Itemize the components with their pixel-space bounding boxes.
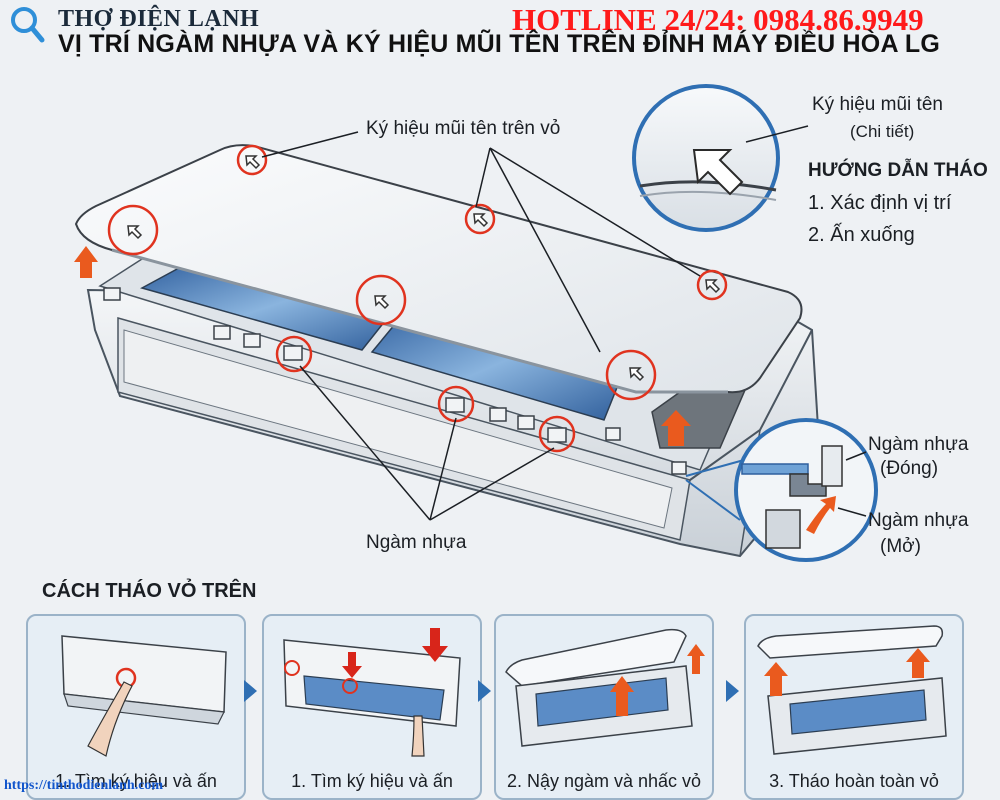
up-arrow-icon [661, 410, 691, 446]
highlight-circle [464, 203, 496, 235]
highlight-circle [696, 269, 728, 301]
step-caption: 2. Nậy ngàm và nhấc vỏ [506, 771, 702, 791]
step-caption: 1. Tìm ký hiệu và ấn [55, 771, 217, 791]
website-link[interactable]: https://tinthodienlanh.com [4, 778, 164, 793]
highlight-circle [355, 274, 407, 326]
highlight-circle [275, 335, 313, 373]
lift-arrow-icons [74, 246, 691, 446]
guide-title: HƯỚNG DẪN THÁO [808, 160, 988, 181]
removal-section-title: CÁCH THÁO VỎ TRÊN [42, 580, 257, 602]
arrow-symbol-detail-icon [692, 149, 744, 196]
highlight-circle [236, 144, 268, 176]
step-illustration [61, 635, 227, 757]
pointer-lines [261, 131, 701, 521]
highlight-circle [538, 415, 576, 453]
removal-step-panel-4: 3. Tháo hoàn toàn vỏ [744, 614, 964, 800]
highlight-circle [605, 349, 657, 401]
step-arrow-icon [726, 680, 739, 702]
top-cover-lid [74, 144, 803, 394]
step-caption: 1. Tìm ký hiệu và ấn [291, 771, 453, 791]
latch-open-state: (Mở) [880, 536, 921, 557]
latch-closed-label: Ngàm nhựa [868, 434, 969, 455]
latch-tabs [103, 287, 687, 475]
step-arrow-icon [244, 680, 257, 702]
brand-name: THỢ ĐIỆN LẠNH [58, 6, 260, 32]
step-illustration [757, 625, 947, 755]
hotline-text[interactable]: HOTLINE 24/24: 0984.86.9949 [512, 2, 924, 37]
guide-step-2: 2. Ấn xuống [808, 224, 915, 246]
main-diagram [74, 84, 878, 562]
detail-subtitle: (Chi tiết) [850, 122, 915, 141]
step-caption: 3. Tháo hoàn toàn vỏ [769, 771, 939, 791]
highlight-circle [107, 204, 159, 256]
latch-detail-magnifier [685, 418, 878, 562]
removal-step-panel-1: 1. Tìm ký hiệu và ấn [26, 614, 246, 800]
detail-title: Ký hiệu mũi tên [812, 94, 943, 115]
curved-arrow-icon [806, 496, 836, 534]
up-arrow-icon [74, 246, 98, 278]
arrow-symbols [127, 155, 721, 382]
removal-step-panel-3: 2. Nậy ngàm và nhấc vỏ [494, 614, 714, 800]
step-illustration [283, 628, 461, 757]
arrow-symbol-label: Ký hiệu mũi tên trên vỏ [366, 118, 561, 139]
step-illustration [505, 628, 705, 747]
guide-step-1: 1. Xác định vị trí [808, 192, 952, 214]
page-title: VỊ TRÍ NGÀM NHỰA VÀ KÝ HIỆU MŨI TÊN TRÊN… [58, 30, 941, 58]
latch-open-label: Ngàm nhựa [868, 510, 969, 531]
removal-step-panel-2: 1. Tìm ký hiệu và ấn [262, 614, 482, 800]
arrow-detail-magnifier [632, 84, 809, 232]
latch-closed-state: (Đóng) [880, 458, 939, 479]
step-arrow-icon [478, 680, 491, 702]
location-pin-icon [11, 7, 45, 43]
latch-label: Ngàm nhựa [366, 532, 467, 553]
